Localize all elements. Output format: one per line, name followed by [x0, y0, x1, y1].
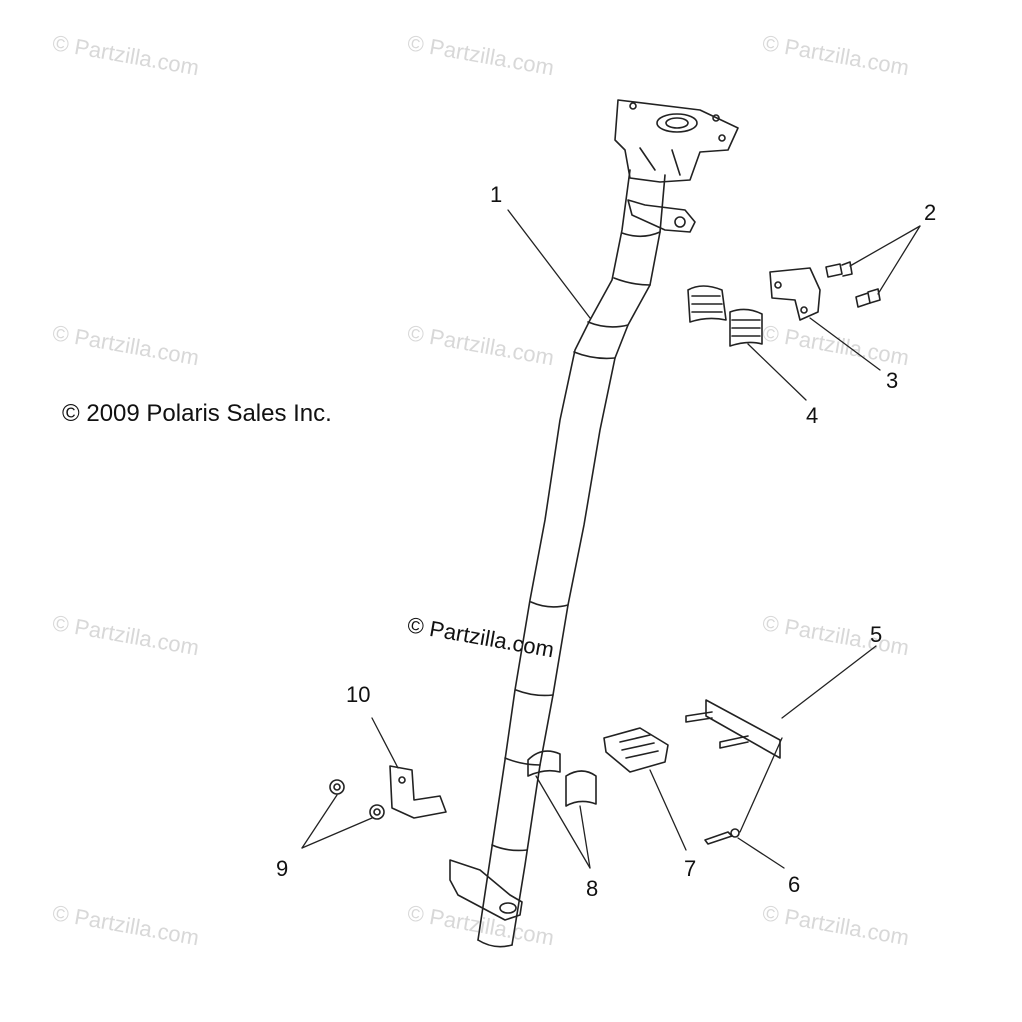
- nut-upper: [329, 779, 345, 795]
- lower-flange: [449, 859, 523, 921]
- leader-lines: [301, 209, 921, 869]
- upper-mount-bracket: [614, 99, 739, 183]
- copyright-text: © 2009 Polaris Sales Inc.: [62, 400, 332, 427]
- bracket-3: [769, 267, 821, 321]
- clamp-half-lower: [565, 770, 597, 807]
- pad: [603, 727, 669, 773]
- clamp-half-upper: [527, 750, 561, 777]
- callout-9: 9: [276, 856, 289, 881]
- callout-10: 10: [346, 682, 371, 707]
- collar-flange: [627, 199, 696, 233]
- callout-5: 5: [870, 622, 883, 647]
- bolt-upper: [825, 261, 853, 278]
- callout-4: 4: [806, 403, 819, 428]
- callout-1: 1: [490, 182, 503, 207]
- callout-3: 3: [886, 368, 899, 393]
- nut-lower: [369, 804, 385, 820]
- callout-2: 2: [924, 200, 937, 225]
- bolt-lower: [855, 288, 881, 308]
- stud-plate: [685, 699, 781, 759]
- steering-column-tube: [477, 169, 666, 948]
- callout-7: 7: [684, 856, 697, 881]
- bushing-lower: [729, 308, 763, 347]
- callout-6: 6: [788, 872, 801, 897]
- pin: [704, 828, 740, 845]
- bushing-upper: [687, 285, 727, 323]
- bracket-10: [389, 765, 447, 819]
- callout-8: 8: [586, 876, 599, 901]
